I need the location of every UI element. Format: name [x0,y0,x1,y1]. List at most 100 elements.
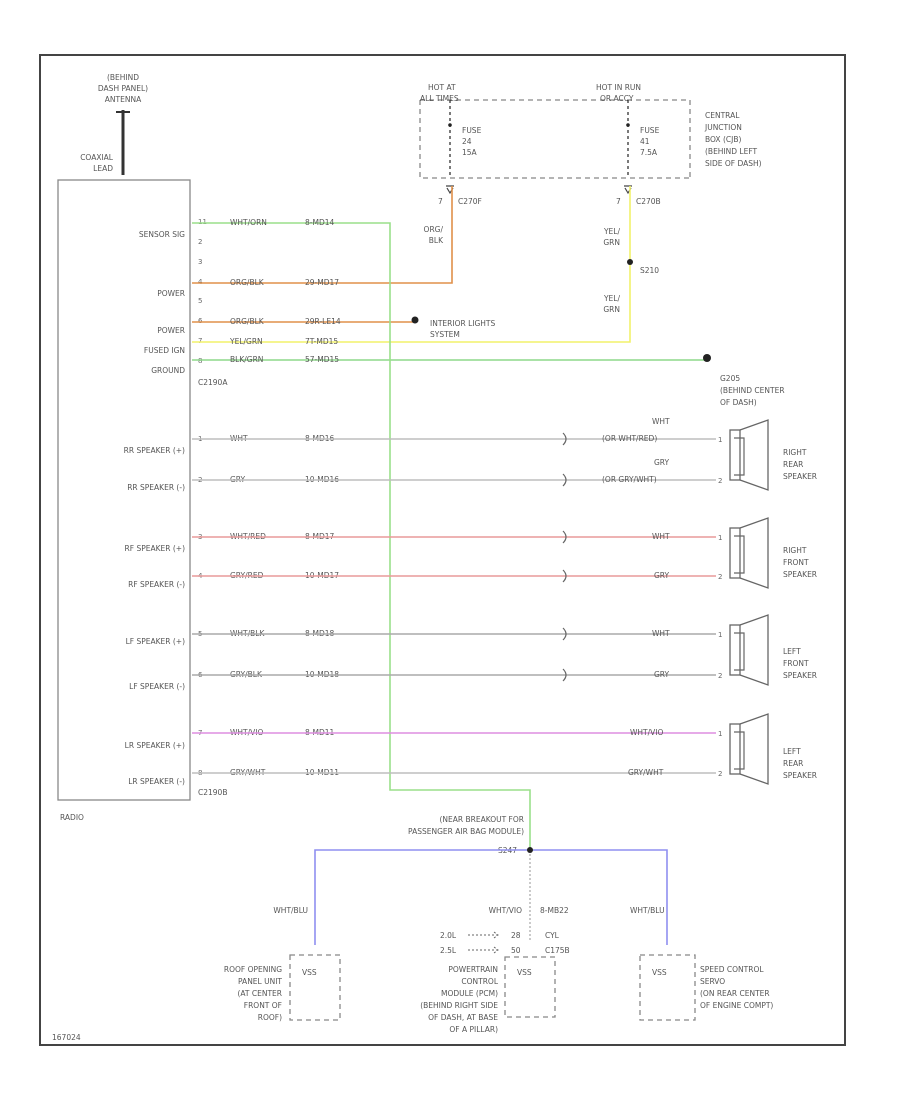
hot-run-2: OR ACCY [600,94,634,103]
wire-code: 7T-MD15 [305,337,338,346]
fuse-24-rating: 15A [462,148,478,157]
pin-rf-plus: RF SPEAKER (+) [125,544,186,553]
pin-28: 28 [511,931,521,940]
pcm-label-5: OF DASH, AT BASE [428,1013,498,1022]
spk-wire: (OR WHT/RED) [602,434,657,443]
wire-color: YEL/GRN [229,337,263,346]
speaker-side-labels: WHT (OR WHT/RED) GRY (OR GRY/WHT) WHT GR… [602,417,670,777]
cjb-dashed-box [419,99,691,179]
roof-module-box [289,954,341,1021]
g205-label-3: OF DASH) [720,398,757,407]
speaker-rr-3: SPEAKER [783,472,817,481]
wire-fused-ign [192,186,631,343]
wire-color: ORG/BLK [230,317,265,326]
speaker-lf-3: SPEAKER [783,671,817,680]
speaker-lr-3: SPEAKER [783,771,817,780]
inline-connector [562,530,567,544]
speaker-rf-2: FRONT [783,558,809,567]
pcm-module-box [504,956,556,1018]
cjb-label-2: JUNCTION [704,123,742,132]
fuse-24-dot [448,123,452,127]
speaker-bracket [734,535,745,574]
speed-label-3: (ON REAR CENTER [700,989,770,998]
c270b-pin: 7 [616,197,621,206]
speaker-right-rear: 1 2 [718,419,769,491]
roof-label-2: PANEL UNIT [238,977,282,986]
speaker-cone [739,419,769,491]
s247-dot [527,847,533,853]
cjb-label-3: BOX (CJB) [705,135,741,144]
wire-sensor [192,222,531,850]
wire-color: WHT/ORN [230,218,267,227]
fuse-41-label: FUSE [640,126,660,135]
vss-speed: VSS [652,968,667,977]
pin-lr-plus: LR SPEAKER (+) [125,741,185,750]
inline-connector [562,432,567,446]
hot-run-1: HOT IN RUN [596,83,641,92]
pin-lr-minus: LR SPEAKER (-) [128,777,185,786]
roof-label-4: FRONT OF [244,1001,282,1010]
radio-label: RADIO [60,813,84,822]
spk-wire: WHT [652,417,670,426]
yel-grn-b2: GRN [603,305,620,314]
pin-rr-minus: RR SPEAKER (-) [127,483,185,492]
spk-wire: GRY [654,571,670,580]
connector-c2190b: C2190B [198,788,227,797]
speaker-bracket [734,437,745,476]
speaker-lr-2: REAR [783,759,803,768]
wire-color: BLK/GRN [230,355,263,364]
pin-50: 50 [511,946,521,955]
c270f-pin: 7 [438,197,443,206]
speaker-rf-3: SPEAKER [783,570,817,579]
radio-wire-labels: WHT/ORN 8-MD14 ORG/BLK 29-MD17 ORG/BLK 2… [229,218,341,777]
speaker-magnet [729,527,741,579]
spk-wire: WHT [652,629,670,638]
pin-lf-plus: LF SPEAKER (+) [126,637,185,646]
inline-connector [562,627,567,641]
g205-label-1: G205 [720,374,740,383]
speaker-rr-1: RIGHT [783,448,807,457]
inline-connector [562,668,567,682]
inline-connector [562,473,567,487]
speaker-cone [739,614,769,686]
c175b-label: C175B [545,946,570,955]
speaker-pin-1: 1 [718,436,722,444]
vss-roof: VSS [302,968,317,977]
fuse-24-label: FUSE [462,126,482,135]
speaker-pin-2: 2 [718,672,722,680]
roof-label-5: ROOF) [258,1013,282,1022]
s210-label: S210 [640,266,659,275]
speaker-pin-1: 1 [718,631,722,639]
org-blk-1: ORG/ [424,225,444,234]
pin-number: 11 [198,218,207,226]
pin-number: 3 [198,258,202,266]
s210-dot [627,259,633,265]
wire-color: ORG/BLK [230,278,265,287]
wire-code: 57-MD15 [305,355,339,364]
speaker-bracket [734,731,745,770]
fuse-41-rating: 7.5A [640,148,658,157]
speed-module-box [639,954,696,1021]
speaker-pin-2: 2 [718,477,722,485]
speaker-left-rear: 1 2 [718,713,769,785]
hot-all-times-2: ALL TIMES [420,94,459,103]
radio-box [57,179,191,801]
pcm-arrow-2 [468,946,499,954]
connector-pin-numbers: 11 2 3 4 5 6 7 8 1 2 3 4 5 6 7 8 [198,218,207,777]
wire-power-1 [192,186,453,284]
pin-number: 5 [198,297,202,305]
speaker-cone [739,713,769,785]
speaker-right-front: 1 2 [718,517,769,589]
cjb-label-1: CENTRAL [705,111,740,120]
speaker-magnet [729,723,741,775]
speaker-lf-2: FRONT [783,659,809,668]
wht-blu-right: WHT/BLU [630,906,665,915]
pcm-label-3: MODULE (PCM) [441,989,498,998]
pin-number: 8 [198,357,202,365]
speaker-magnet [729,429,741,481]
pcm-label-1: POWERTRAIN [448,965,498,974]
hot-all-times-1: HOT AT [428,83,456,92]
speaker-lf-1: LEFT [783,647,801,656]
antenna-label-2: DASH PANEL) [98,84,148,93]
